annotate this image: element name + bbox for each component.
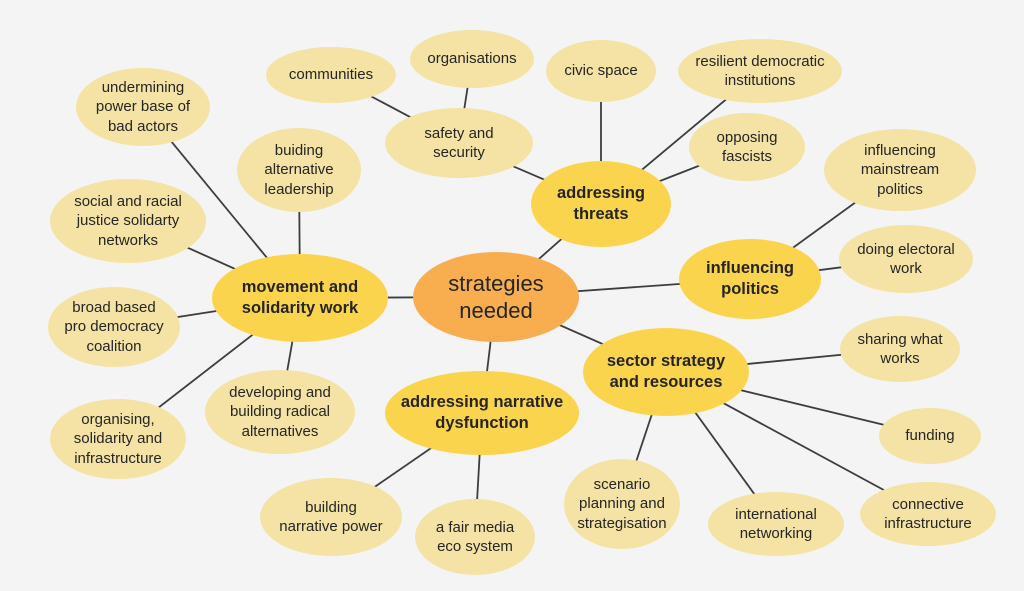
mindmap-node-movement-and-solidarity-work[interactable]: movement and solidarity work (212, 254, 388, 342)
node-label-developing-and-building-radical-alternatives: developing and building radical alternat… (229, 383, 331, 440)
node-label-influencing-politics: influencing politics (706, 258, 794, 298)
node-label-opposing-fascists: opposing fascists (716, 128, 778, 166)
node-label-addressing-threats: addressing threats (556, 183, 646, 223)
node-label-organising-solidarity-and-infrastructure: organising, solidarity and infrastructur… (73, 410, 163, 467)
node-label-communities: communities (288, 66, 374, 84)
mindmap-node-connective-infrastructure[interactable]: connective infrastructure (860, 482, 996, 546)
node-label-doing-electoral-work: doing electoral work (857, 240, 955, 278)
node-label-civic-space: civic space (564, 62, 638, 80)
mindmap-node-strategies-needed[interactable]: strategies needed (413, 252, 579, 342)
node-label-international-networking: international networking (735, 505, 817, 543)
mindmap-node-organisations[interactable]: organisations (410, 30, 534, 88)
node-label-social-and-racial-justice-solidarty-networks: social and racial justice solidarty netw… (74, 192, 182, 249)
mindmap-node-funding[interactable]: funding (879, 408, 981, 464)
mindmap-node-influencing-mainstream-politics[interactable]: influencing mainstream politics (824, 129, 976, 211)
mindmap-node-developing-and-building-radical-alternatives[interactable]: developing and building radical alternat… (205, 370, 355, 454)
mindmap-node-doing-electoral-work[interactable]: doing electoral work (839, 225, 973, 293)
mindmap-node-organising-solidarity-and-infrastructure[interactable]: organising, solidarity and infrastructur… (50, 399, 186, 479)
mindmap-node-safety-and-security[interactable]: safety and security (385, 108, 533, 178)
mindmap-node-communities[interactable]: communities (266, 47, 396, 103)
mindmap-node-civic-space[interactable]: civic space (546, 40, 656, 102)
mindmap-node-scenario-planning-and-strategisation[interactable]: scenario planning and strategisation (564, 459, 680, 549)
mindmap-node-buiding-alternative-leadership[interactable]: buiding alternative leadership (237, 128, 361, 212)
mindmap-node-undermining-power-base-of-bad-actors[interactable]: undermining power base of bad actors (76, 68, 210, 146)
mindmap-node-social-and-racial-justice-solidarty-networks[interactable]: social and racial justice solidarty netw… (50, 179, 206, 263)
mindmap-node-international-networking[interactable]: international networking (708, 492, 844, 556)
mindmap-node-influencing-politics[interactable]: influencing politics (679, 239, 821, 319)
mindmap-node-sector-strategy-and-resources[interactable]: sector strategy and resources (583, 328, 749, 416)
node-label-safety-and-security: safety and security (424, 124, 494, 162)
node-label-scenario-planning-and-strategisation: scenario planning and strategisation (577, 475, 667, 532)
node-label-sector-strategy-and-resources: sector strategy and resources (606, 351, 726, 391)
node-label-connective-infrastructure: connective infrastructure (884, 495, 972, 533)
mindmap-node-sharing-what-works[interactable]: sharing what works (840, 316, 960, 382)
node-label-strategies-needed: strategies needed (448, 270, 544, 324)
node-label-undermining-power-base-of-bad-actors: undermining power base of bad actors (95, 78, 191, 135)
mindmap-node-building-narrative-power[interactable]: building narrative power (260, 478, 402, 556)
node-label-influencing-mainstream-politics: influencing mainstream politics (860, 141, 940, 198)
node-label-buiding-alternative-leadership: buiding alternative leadership (264, 141, 334, 198)
mindmap-node-opposing-fascists[interactable]: opposing fascists (689, 113, 805, 181)
node-label-broad-based-pro-democracy-coalition: broad based pro democracy coalition (64, 298, 164, 355)
mindmap-node-a-fair-media-eco-system[interactable]: a fair media eco system (415, 499, 535, 575)
node-label-addressing-narrative-dysfunction: addressing narrative dysfunction (400, 392, 564, 432)
node-label-building-narrative-power: building narrative power (279, 498, 383, 536)
node-label-sharing-what-works: sharing what works (857, 330, 943, 368)
mindmap-node-resilient-democratic-institutions[interactable]: resilient democratic institutions (678, 39, 842, 103)
mindmap-node-broad-based-pro-democracy-coalition[interactable]: broad based pro democracy coalition (48, 287, 180, 367)
mindmap-node-addressing-narrative-dysfunction[interactable]: addressing narrative dysfunction (385, 371, 579, 455)
mindmap-node-addressing-threats[interactable]: addressing threats (531, 161, 671, 247)
node-label-movement-and-solidarity-work: movement and solidarity work (241, 277, 359, 317)
node-label-funding: funding (905, 427, 955, 445)
node-label-resilient-democratic-institutions: resilient democratic institutions (695, 52, 825, 90)
node-label-a-fair-media-eco-system: a fair media eco system (435, 518, 515, 556)
node-label-organisations: organisations (427, 50, 517, 68)
